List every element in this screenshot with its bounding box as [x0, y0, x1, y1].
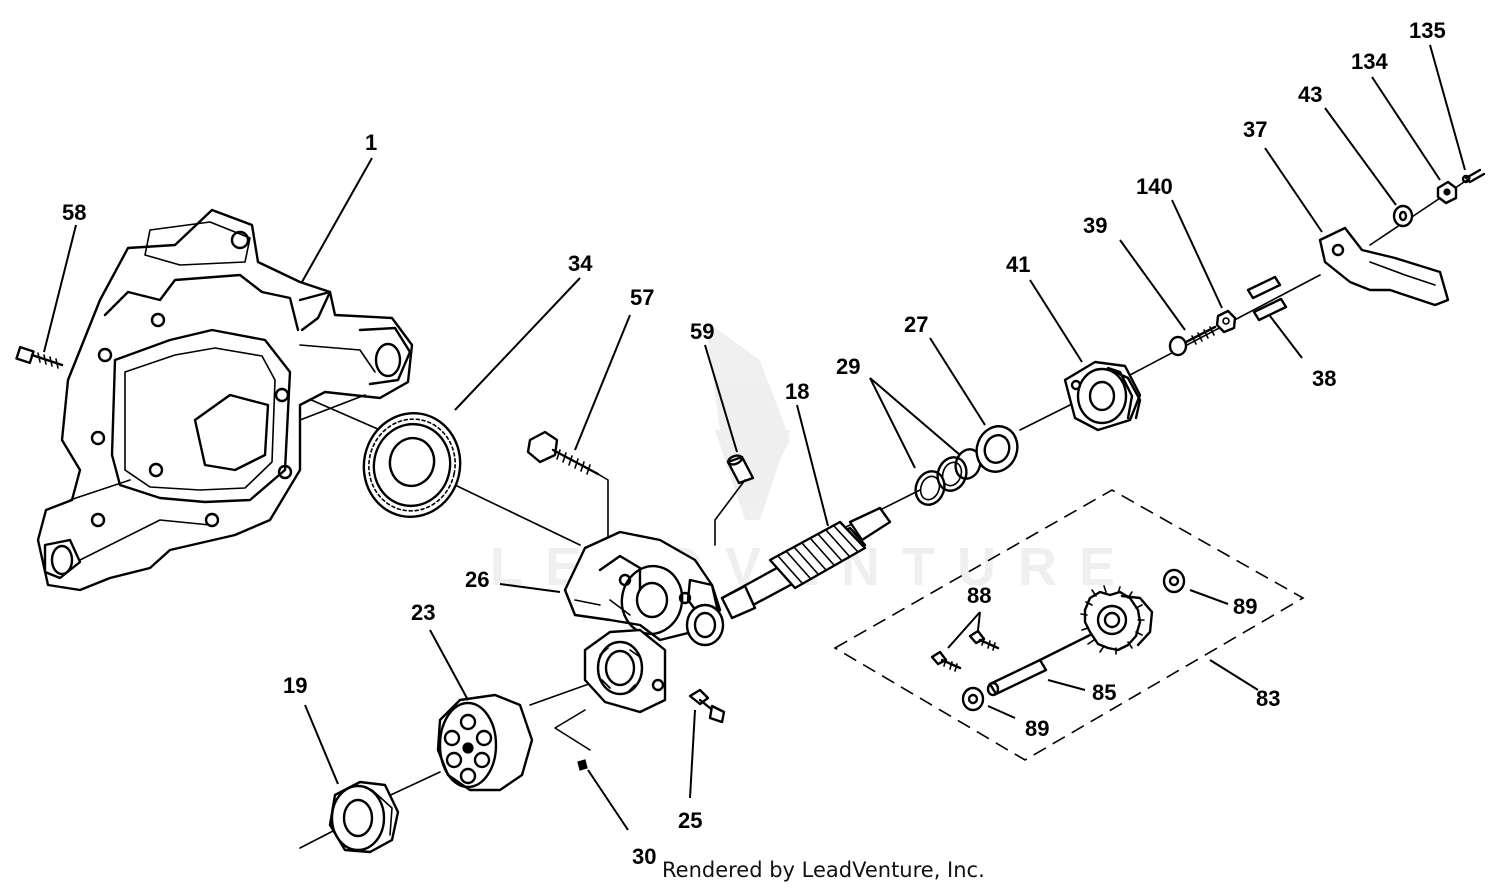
cylinder-block-part-23 [436, 693, 534, 792]
bracket-part-37 [1318, 226, 1450, 307]
leader-lines [43, 44, 1466, 831]
nut-part-134 [1436, 180, 1458, 205]
axle-part-85 [986, 633, 1092, 697]
callout-88: 88 [967, 583, 991, 608]
cotter-pin-part-135 [1461, 168, 1486, 184]
footer-credit: Rendered by LeadVenture, Inc. [662, 858, 985, 882]
housing-part-1 [36, 208, 414, 592]
callout-59: 59 [690, 319, 714, 344]
callout-1: 1 [365, 130, 377, 155]
bolt-part-57 [526, 430, 609, 541]
callout-89-top: 89 [1233, 594, 1257, 619]
callout-27: 27 [904, 312, 928, 337]
nut-part-140 [1215, 309, 1237, 334]
pin-part-59 [714, 454, 755, 546]
callout-18: 18 [785, 379, 809, 404]
hub-part-41 [1063, 360, 1142, 432]
callout-83: 83 [1256, 686, 1280, 711]
part-callouts: 1 58 34 57 59 18 29 27 41 39 140 37 43 1… [62, 18, 1446, 869]
callout-30: 30 [632, 844, 656, 869]
screws-part-88 [930, 629, 1000, 672]
callout-43: 43 [1298, 82, 1322, 107]
callout-29: 29 [836, 354, 860, 379]
callout-25: 25 [678, 808, 702, 833]
callout-34: 34 [568, 251, 593, 276]
snap-rings-part-29 [914, 448, 982, 506]
callout-135: 135 [1409, 18, 1446, 43]
callout-140: 140 [1136, 174, 1173, 199]
pins-part-38 [1246, 275, 1288, 322]
callout-134: 134 [1351, 49, 1388, 74]
fitting-part-25 [688, 688, 726, 724]
callout-41: 41 [1006, 252, 1030, 277]
bearing-part-19 [328, 780, 400, 854]
washer-part-43 [1392, 204, 1414, 228]
callout-85: 85 [1092, 680, 1116, 705]
washers-part-89 [961, 568, 1186, 712]
callout-19: 19 [283, 673, 307, 698]
seal-part-27 [975, 425, 1019, 473]
key-part-30 [577, 759, 588, 771]
callout-58: 58 [62, 200, 86, 225]
callout-38: 38 [1312, 366, 1336, 391]
callout-57: 57 [630, 285, 654, 310]
ring-part-34 [362, 411, 462, 519]
gear-part-83 [1080, 585, 1154, 655]
callout-23: 23 [411, 600, 435, 625]
callout-26: 26 [465, 567, 489, 592]
callout-89-bottom: 89 [1025, 716, 1049, 741]
shaft-part-18 [720, 506, 892, 620]
callout-37: 37 [1243, 117, 1267, 142]
group-box-part-83 [833, 489, 1305, 761]
callout-39: 39 [1083, 213, 1107, 238]
watermark-logo [705, 320, 790, 520]
screw-part-39 [1168, 325, 1217, 357]
bolt-part-58 [15, 345, 64, 369]
center-section-part-26 [563, 530, 725, 647]
pump-plate [554, 628, 667, 751]
